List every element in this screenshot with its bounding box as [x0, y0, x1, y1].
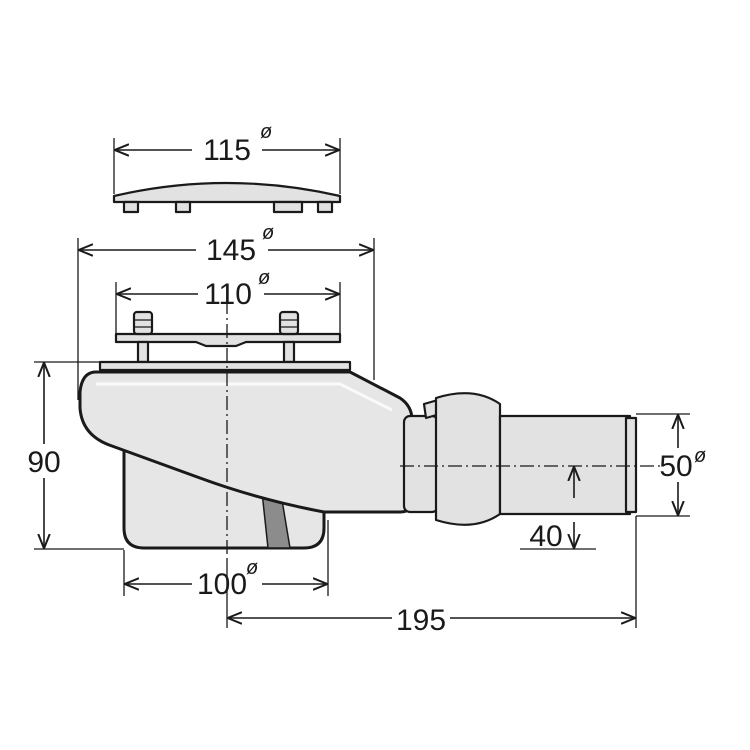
cover-diameter-label: 115 — [203, 134, 251, 167]
dimension-flange-outer-diameter: 145 ø — [77, 222, 375, 400]
dimension-total-height: 90 — [27, 361, 124, 550]
flange-outer-diameter-label: 145 — [206, 234, 256, 267]
dimension-bowl-diameter: 100 ø — [123, 520, 329, 601]
dimension-outlet-diameter: 50 ø — [636, 413, 706, 517]
outlet-pipe — [498, 414, 638, 516]
total-height-label: 90 — [27, 446, 60, 479]
dimension-outlet-height: 40 — [520, 468, 596, 553]
flange-inner-diameter-symbol: ø — [258, 267, 270, 289]
flange-outer-diameter-symbol: ø — [262, 222, 274, 244]
cover-plate — [112, 181, 342, 214]
cover-diameter-symbol: ø — [260, 121, 272, 143]
outlet-length-label: 195 — [396, 604, 446, 637]
clamp-ring — [114, 310, 342, 364]
bowl-diameter-symbol: ø — [246, 557, 258, 579]
flange-plate — [98, 360, 352, 372]
left-screw — [132, 310, 154, 364]
dimension-cover-diameter: 115 ø — [113, 121, 341, 194]
flange-inner-diameter-label: 110 — [204, 278, 252, 311]
outlet-height-label: 40 — [529, 520, 562, 553]
dimension-outlet-length: 195 — [226, 516, 637, 637]
outlet-diameter-label: 50 — [659, 450, 692, 483]
outlet-connector — [402, 392, 502, 526]
outlet-diameter-symbol: ø — [694, 445, 706, 467]
dimension-flange-inner-diameter: 110 ø — [115, 267, 341, 336]
bowl-diameter-label: 100 — [197, 568, 247, 601]
